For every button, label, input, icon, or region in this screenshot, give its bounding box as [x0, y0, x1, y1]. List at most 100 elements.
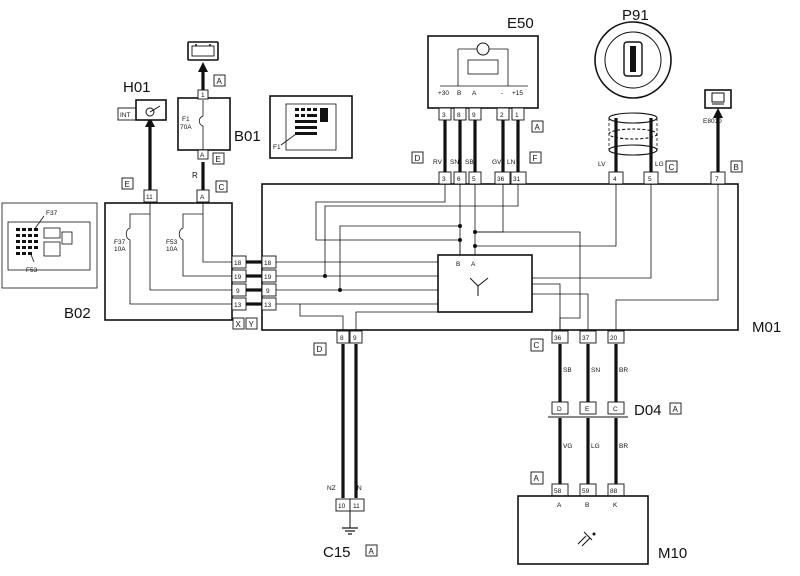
tag-e-b01	[212, 152, 225, 165]
arrow-battery	[198, 62, 208, 72]
svg-text:F37: F37	[114, 239, 126, 246]
label-d04: D04	[634, 402, 662, 419]
arrow-e8010	[713, 108, 723, 118]
tag-e-b02	[121, 177, 134, 190]
svg-text:88: 88	[610, 488, 618, 495]
svg-text:A: A	[557, 502, 562, 509]
svg-text:7: 7	[715, 176, 719, 183]
svg-text:11: 11	[146, 194, 153, 201]
pin-h01	[143, 189, 158, 203]
e8010-unit	[704, 89, 732, 109]
svg-text:E: E	[585, 406, 590, 413]
tag-c-p91	[665, 160, 678, 173]
svg-text:F1: F1	[182, 116, 190, 123]
svg-text:C: C	[613, 406, 618, 413]
svg-text:+30: +30	[438, 90, 449, 97]
label-e50: E50	[507, 15, 534, 32]
svg-text:9: 9	[236, 288, 240, 295]
tag-a-e50	[531, 120, 544, 133]
svg-text:C: C	[669, 163, 675, 172]
svg-text:6: 6	[457, 176, 461, 183]
svg-text:N: N	[357, 485, 362, 492]
svg-text:A: A	[535, 123, 541, 132]
d04-wire-colors-top: SB SN BR	[563, 367, 628, 374]
label-c15: C15	[323, 544, 351, 561]
svg-text:8: 8	[457, 112, 461, 119]
label-p91: P91	[622, 7, 649, 24]
svg-text:A: A	[472, 90, 477, 97]
svg-text:F1: F1	[273, 144, 281, 151]
p91-wire-lg: LG	[655, 161, 664, 168]
m01-top-pins: 3 6 5 36 31 4 5 7	[438, 171, 726, 185]
svg-text:K: K	[613, 502, 618, 509]
svg-text:2: 2	[500, 112, 504, 119]
tag-y	[245, 317, 258, 330]
label-int: INT	[120, 112, 131, 119]
svg-text:SB: SB	[465, 159, 474, 166]
svg-text:A: A	[673, 405, 679, 414]
svg-text:A: A	[200, 152, 205, 159]
label-e8010: E8010	[703, 118, 722, 125]
tag-b-e8010	[730, 160, 743, 173]
svg-text:5: 5	[472, 176, 476, 183]
tag-c15-ref	[365, 544, 378, 557]
svg-text:10: 10	[338, 503, 346, 510]
pin-b01-out	[196, 189, 210, 203]
svg-text:36: 36	[497, 176, 505, 183]
label-m01: M01	[752, 319, 781, 336]
svg-text:C: C	[534, 341, 540, 350]
svg-text:A: A	[369, 547, 375, 556]
svg-text:13: 13	[264, 302, 272, 309]
svg-text:31: 31	[513, 176, 521, 183]
svg-text:13: 13	[234, 302, 242, 309]
svg-text:18: 18	[264, 260, 272, 267]
tag-f-e50	[529, 151, 542, 164]
svg-text:BR: BR	[619, 367, 628, 374]
b02-pins: 18 19 9 13	[231, 255, 247, 311]
svg-text:11: 11	[353, 503, 360, 510]
battery-icon	[187, 41, 219, 61]
svg-text:SN: SN	[450, 159, 459, 166]
svg-text:D: D	[317, 345, 323, 354]
svg-text:LG: LG	[591, 443, 600, 450]
tag-c-d04	[530, 338, 544, 352]
svg-text:59: 59	[582, 488, 590, 495]
svg-text:1: 1	[515, 112, 519, 119]
svg-text:B: B	[585, 502, 589, 509]
svg-text:70A: 70A	[180, 124, 192, 131]
b01-fuse-box: 1 A F1 70A	[177, 89, 231, 160]
svg-text:9: 9	[353, 335, 357, 342]
p91-switch	[594, 21, 672, 156]
svg-text:10A: 10A	[114, 246, 126, 253]
m01-internal-wiring	[276, 184, 719, 330]
svg-text:58: 58	[554, 488, 562, 495]
wires	[148, 70, 720, 498]
svg-text:E: E	[216, 155, 221, 164]
svg-text:5: 5	[648, 176, 652, 183]
e50-wire-colors: RV SN SB GV LN	[433, 159, 516, 166]
svg-text:19: 19	[264, 274, 272, 281]
d04-wire-colors-bottom: VG LG BR	[563, 443, 628, 450]
tag-a-battery	[213, 74, 226, 87]
p91-wire-lv: LV	[598, 161, 606, 168]
tag-x	[232, 317, 245, 330]
svg-text:9: 9	[266, 288, 270, 295]
svg-text:D: D	[415, 154, 421, 163]
wire-color-r: R	[192, 171, 198, 180]
svg-text:A: A	[471, 261, 476, 268]
fusebox-inset-b02: F37 F53	[1, 202, 98, 289]
svg-text:SN: SN	[591, 367, 600, 374]
svg-text:3: 3	[442, 176, 446, 183]
svg-text:19: 19	[234, 274, 242, 281]
svg-text:4: 4	[613, 176, 617, 183]
svg-text:B: B	[456, 261, 460, 268]
d04-connector: D E C	[548, 401, 628, 418]
svg-text:F: F	[533, 154, 538, 163]
fusebox-inset-b01: F1	[269, 95, 353, 159]
svg-text:36: 36	[554, 335, 562, 342]
svg-text:A: A	[200, 194, 205, 201]
m01-inner-module: B A	[437, 254, 533, 313]
svg-text:VG: VG	[563, 443, 572, 450]
svg-text:C: C	[219, 183, 225, 192]
